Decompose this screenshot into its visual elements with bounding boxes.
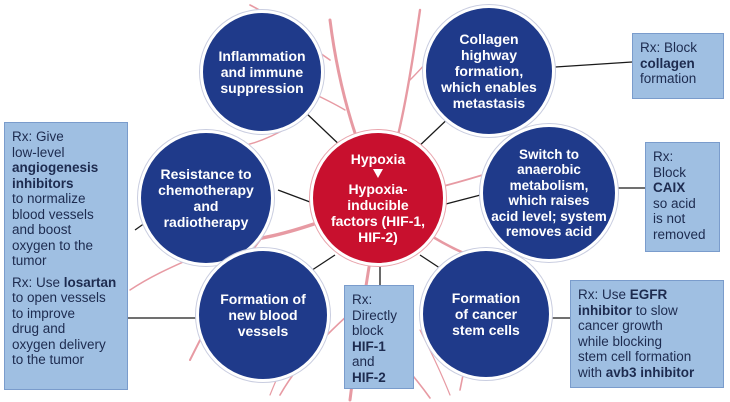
rx-egfr-bold2: inhibitor [578, 302, 632, 318]
rx-losartan-l4: drug and [12, 321, 66, 336]
rx-egfr-l3: cancer growth [578, 318, 663, 333]
vessels-line-3: vessels [237, 323, 289, 339]
collagen-line-4: which enables [441, 79, 537, 95]
resistance-line-1: Resistance to [160, 166, 252, 182]
rx-hif-l3: block [352, 323, 384, 338]
rx-caix-l1: Rx: [653, 149, 674, 164]
rx-egfr-l4: while blocking [578, 333, 663, 349]
rx-caix-box: Rx: Block CAIX so acid is not removed [645, 142, 720, 252]
stem-line-3: stem cells [452, 322, 520, 338]
rx-angiogenesis-box: Rx: Give low-level angiogenesis inhibito… [4, 122, 128, 390]
vessels-line-2: new blood [228, 307, 298, 323]
collagen-line-2: highway [460, 47, 517, 63]
stem-cells-circle: Formation of cancer stem cells [420, 248, 552, 380]
rx-losartan-l1: Rx: Use [12, 274, 61, 290]
rx-hif-l1: Rx: [352, 292, 373, 307]
anaerobic-line-1: Switch to [518, 146, 579, 162]
vessels-circle: Formation of new blood vessels [196, 248, 330, 382]
rx-angio-bold2: inhibitors [12, 175, 74, 191]
hif-line-2: inducible [347, 197, 409, 213]
inflammation-line-1: Inflammation [218, 48, 306, 64]
anaerobic-line-2: anaerobic [517, 162, 581, 177]
rx-egfr-box: Rx: Use EGFR inhibitor to slow cancer gr… [570, 280, 724, 388]
rx-hif-l4: and [352, 354, 375, 369]
hif-line-3: factors (HIF-1, [330, 213, 426, 229]
anaerobic-line-4: which raises [508, 193, 590, 208]
resistance-line-3: and [193, 198, 219, 214]
rx-angio-l6: oxygen to the [12, 237, 94, 253]
collagen-line-3: formation, [454, 63, 524, 79]
rx-losartan-section: Rx: Use losartan to open vessels to impr… [12, 275, 120, 368]
rx-hif-l2: Directly [352, 307, 398, 323]
rx-egfr-l1: Rx: Use [578, 287, 627, 302]
anaerobic-circle: Switch to anaerobic metabolism, which ra… [480, 124, 618, 262]
rx-angio-l5: and boost [12, 222, 72, 237]
down-arrow-icon [373, 169, 383, 178]
rx-angio-l1: Rx: Give [12, 129, 64, 144]
rx-losartan-l6: to the tumor [12, 352, 85, 367]
rx-collagen-suffix: formation [640, 71, 697, 86]
rx-caix-l2: Block [653, 164, 687, 180]
rx-angio-l3: to normalize [12, 191, 86, 206]
rx-losartan-l5: oxygen delivery [12, 336, 106, 352]
rx-collagen-box: Rx: Block collagen formation [632, 33, 724, 99]
rx-angio-bold1: angiogenesis [12, 160, 99, 175]
rx-caix-bold: CAIX [653, 180, 686, 195]
rx-egfr-l5: stem cell formation [578, 349, 692, 364]
resistance-line-4: radiotherapy [163, 214, 249, 230]
collagen-line-5: metastasis [452, 95, 526, 111]
rx-losartan-bold: losartan [63, 274, 117, 290]
resistance-circle: Resistance to chemotherapy and radiother… [138, 130, 274, 266]
rx-hif-bold1: HIF-1 [352, 338, 386, 354]
hypoxia-center-circle: Hypoxia Hypoxia- inducible factors (HIF-… [310, 130, 446, 266]
rx-collagen-prefix: Rx: Block [640, 40, 698, 55]
hypoxia-label: Hypoxia [350, 151, 406, 167]
rx-angio-l7: tumor [12, 253, 47, 268]
stem-line-2: of cancer [454, 306, 518, 322]
rx-egfr-bold1: EGFR [629, 287, 668, 302]
rx-collagen-bold: collagen [640, 55, 695, 71]
rx-caix-l3: so acid [653, 195, 696, 211]
rx-hif-bold2: HIF-2 [352, 369, 386, 385]
rx-egfr-l2: to slow [635, 302, 678, 318]
collagen-circle: Collagen highway formation, which enable… [423, 5, 555, 137]
rx-angio-l4: blood vessels [12, 206, 94, 222]
hif-line-4: HIF-2) [358, 229, 398, 245]
anaerobic-line-5: acid level; system [491, 208, 607, 224]
rx-hif-box: Rx: Directly block HIF-1 and HIF-2 [344, 285, 414, 389]
rx-losartan-l2: to open vessels [12, 290, 106, 305]
anaerobic-line-6: removes acid [505, 224, 593, 239]
rx-angio-l2: low-level [12, 144, 65, 160]
rx-caix-l4: is not [653, 211, 686, 226]
anaerobic-line-3: metabolism, [509, 177, 589, 193]
inflammation-circle: Inflammation and immune suppression [200, 10, 324, 134]
rx-egfr-l6: with [578, 364, 603, 380]
rx-caix-l5: removed [653, 226, 706, 242]
collagen-line-1: Collagen [459, 31, 519, 47]
hif-line-1: Hypoxia- [348, 181, 408, 197]
rx-egfr-bold3: avb3 inhibitor [605, 364, 695, 380]
inflammation-line-2: and immune [220, 64, 304, 80]
resistance-line-2: chemotherapy [158, 182, 254, 198]
vessels-line-1: Formation of [220, 291, 306, 307]
rx-losartan-l3: to improve [12, 305, 76, 321]
inflammation-line-3: suppression [220, 80, 304, 96]
stem-line-1: Formation [451, 290, 521, 306]
